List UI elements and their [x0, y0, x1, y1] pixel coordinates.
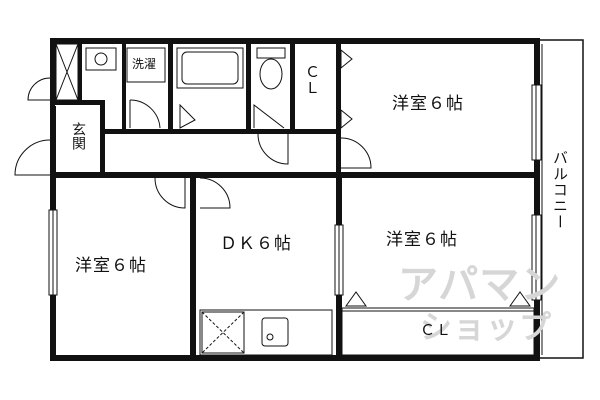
closet-label-bottom: ＣＬ: [420, 321, 453, 339]
dk-door: [199, 177, 231, 209]
hall-bottom-wall: [50, 172, 534, 178]
utility-wall-1: [78, 44, 82, 100]
watermark-line1: アパマン: [398, 262, 562, 308]
laundry-box: [126, 47, 166, 83]
stove-x-2: [201, 311, 245, 354]
closet-top-door-1: [340, 48, 353, 70]
room-label-western-top-right: 洋室６帖: [392, 94, 464, 114]
laundry-door-swing: [129, 99, 161, 129]
utility-wall-2: [122, 44, 126, 129]
entrance-notch-wall-top: [50, 100, 105, 105]
outer-wall-top: [50, 38, 540, 44]
washbasin: [85, 47, 117, 71]
closet-x-2: [55, 43, 79, 101]
washbasin-bowl: [94, 52, 108, 66]
left-room-door: [154, 177, 186, 209]
entrance-notch-wall-vert: [100, 100, 105, 175]
room-tr-door: [340, 137, 372, 169]
front-door-swing: [14, 139, 51, 176]
utility-bottom-wall: [100, 129, 340, 134]
utility-wall-4: [246, 44, 251, 134]
toilet-tank: [256, 47, 286, 59]
outer-wall-right: [534, 38, 540, 361]
sink-drain: [266, 333, 274, 341]
hall-door-swing: [257, 133, 289, 165]
closet-top-door-2: [340, 108, 353, 130]
utility-wall-3: [168, 44, 173, 134]
balcony-label: バルコニー: [551, 150, 569, 230]
entrance-wall-left: [50, 100, 55, 175]
toilet-door: [253, 103, 285, 129]
wall-left-room-right: [190, 172, 196, 361]
room-label-western-middle-right: 洋室６帖: [386, 230, 458, 250]
kitchen-sink: [261, 317, 289, 347]
toilet-bowl: [259, 58, 283, 90]
kitchen-counter: [199, 309, 333, 356]
kitchen-stove: [201, 311, 245, 354]
watermark-line2: ショップ: [420, 308, 553, 346]
closet-bottom: [341, 307, 535, 356]
room-label-dining-kitchen: ＤＫ６帖: [220, 234, 292, 254]
closet-label-top: ＣＬ: [303, 64, 321, 96]
outer-wall-bottom: [50, 355, 540, 361]
bathtub-inner: [181, 51, 239, 85]
closet-bottom-door-1: [345, 291, 367, 307]
utility-wall-5: [290, 44, 295, 134]
room-label-western-left: 洋室６帖: [75, 256, 147, 276]
entrance-label: 玄関: [70, 122, 86, 150]
wall-upper-right-rooms: [336, 44, 341, 178]
bathtub: [176, 47, 244, 89]
closet-bottom-door-2: [509, 291, 531, 307]
stove-x-1: [201, 311, 245, 354]
outer-wall-left: [50, 38, 56, 361]
laundry-label: 洗濯: [132, 57, 157, 71]
door-swing-outside: [27, 77, 51, 101]
bath-door: [179, 103, 196, 129]
